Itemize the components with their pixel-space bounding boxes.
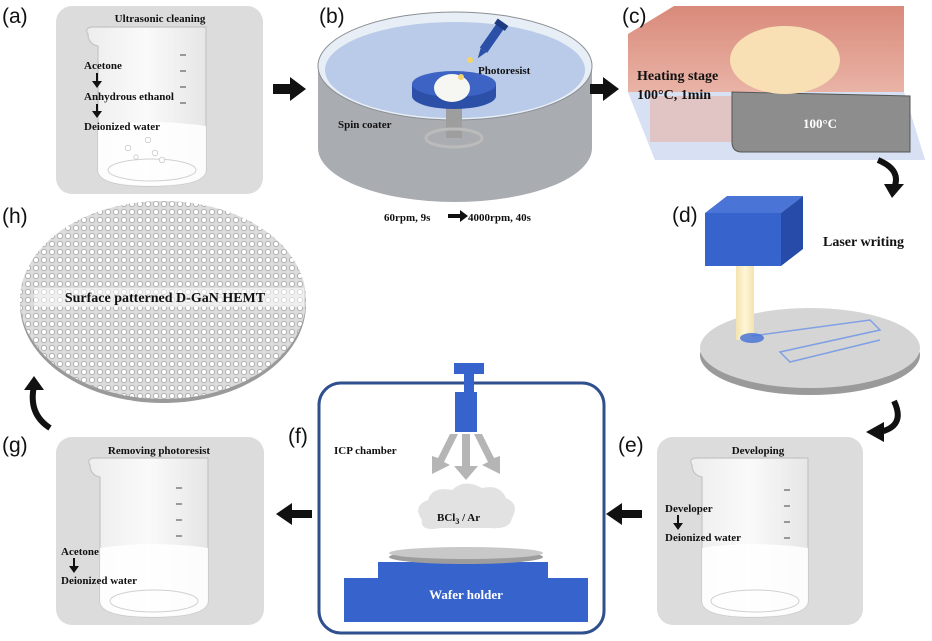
beaker-g-base	[109, 589, 199, 613]
etch-gas-main: BCl	[437, 512, 455, 524]
step-developer: Developer	[665, 503, 713, 515]
photoresist-drop	[458, 74, 464, 80]
etch-gas-label: BCl3 / Ar	[437, 512, 480, 526]
panel-h-label: (h)	[2, 205, 28, 228]
wafer-holder	[344, 562, 588, 622]
beaker-e-developer	[702, 544, 808, 617]
panel-e: (e) Developing Developer Deionized water	[618, 434, 863, 625]
beaker-e-scale	[784, 489, 790, 539]
heater-block	[731, 91, 911, 153]
beaker-a-base	[107, 158, 197, 182]
gas-inlet-pipe	[454, 363, 484, 392]
wafer-c	[730, 26, 840, 94]
down-arrow-icon	[673, 515, 683, 530]
icp-chamber-label: ICP chamber	[334, 445, 397, 457]
right-arrow-icon	[590, 77, 619, 101]
step-deionized-water-g: Deionized water	[61, 575, 137, 587]
laser-head-top	[705, 196, 803, 213]
wafer-holder-label: Wafer holder	[429, 587, 503, 602]
down-arrow-icon	[69, 558, 79, 573]
panel-f-label: (f)	[288, 425, 308, 448]
panel-d: (d) Laser writing	[672, 196, 920, 395]
panel-f: (f) ICP chamber BCl3 / Ar Wafer holder	[288, 363, 606, 635]
panel-c-label: (c)	[622, 5, 647, 28]
panel-b: (b) Photoresist Spin coater 60rpm, 9s 40…	[317, 5, 593, 224]
beaker-a-scale	[180, 54, 186, 104]
panel-g: (g) Removing photoresist Acetone Deioniz…	[2, 434, 264, 625]
beaker-a-water	[98, 122, 206, 186]
dropper-icon	[477, 18, 509, 59]
gas-inlet-nozzle	[455, 392, 477, 432]
plasma-cloud	[418, 483, 515, 529]
etch-gas-subscript: 3	[455, 517, 459, 526]
heating-condition-label: 100°C, 1min	[637, 88, 711, 103]
wafer-b	[434, 74, 470, 102]
photoresist-drop	[467, 57, 473, 63]
laser-writing-label: Laser writing	[823, 235, 904, 250]
laser-head	[705, 213, 781, 266]
curved-arrow-icon	[866, 399, 901, 442]
step-anhydrous-ethanol: Anhydrous ethanol	[84, 91, 174, 103]
down-arrow-icon	[92, 73, 102, 88]
step-deionized-water-e: Deionized water	[665, 532, 741, 544]
etch-gas-rest: / Ar	[459, 512, 480, 524]
beaker-e-base	[710, 589, 800, 613]
spin-speed-2: 4000rpm, 40s	[468, 212, 532, 224]
panel-b-label: (b)	[319, 5, 345, 28]
rotation-arrow-icon	[424, 127, 484, 149]
right-arrow-icon	[448, 210, 468, 222]
left-arrow-icon	[276, 503, 312, 525]
patterned-wafer-title: Surface patterned D-GaN HEMT	[65, 291, 266, 306]
left-arrow-icon	[606, 503, 642, 525]
spin-coater-label: Spin coater	[338, 119, 392, 131]
ultrasonic-bubbles	[124, 136, 166, 164]
beaker-g-scale	[176, 487, 182, 537]
heater-temp-label: 100°C	[803, 116, 837, 131]
panel-d-label: (d)	[672, 204, 698, 227]
panel-g-title: Removing photoresist	[108, 445, 210, 457]
panel-a-label: (a)	[2, 5, 28, 28]
panel-c: (c) Heating stage 100°C, 1min 100°C	[622, 5, 925, 160]
panel-e-title: Developing	[732, 445, 785, 457]
spin-coater-bowl	[325, 22, 585, 118]
laser-spot	[740, 333, 764, 343]
step-deionized-water: Deionized water	[84, 121, 160, 133]
panel-e-label: (e)	[618, 434, 644, 457]
laser-beam	[736, 265, 754, 340]
gas-flow-arrows	[432, 434, 500, 480]
spin-speed-1: 60rpm, 9s	[384, 212, 431, 224]
down-arrow-icon	[92, 104, 102, 118]
curved-arrow-icon	[876, 157, 904, 198]
wafer-f	[389, 547, 543, 559]
laser-head-side	[781, 196, 803, 266]
step-acetone-g: Acetone	[61, 546, 99, 558]
step-acetone: Acetone	[84, 60, 122, 72]
laser-written-path	[751, 319, 882, 363]
substrate-d	[700, 308, 920, 388]
right-arrow-icon	[273, 77, 306, 101]
beaker-g-acetone	[100, 544, 208, 617]
curved-arrow-icon	[24, 376, 52, 431]
panel-a-title: Ultrasonic cleaning	[115, 13, 206, 25]
panel-g-label: (g)	[2, 434, 28, 457]
heating-stage-label: Heating stage	[637, 69, 718, 84]
photoresist-label: Photoresist	[478, 65, 531, 77]
title-backdrop	[34, 288, 304, 307]
panel-h: (h) Surface patterned D-GaN HEMT	[2, 201, 306, 403]
panel-a: (a) Ultrasonic cleaning Acetone Anhydrou…	[2, 5, 263, 194]
